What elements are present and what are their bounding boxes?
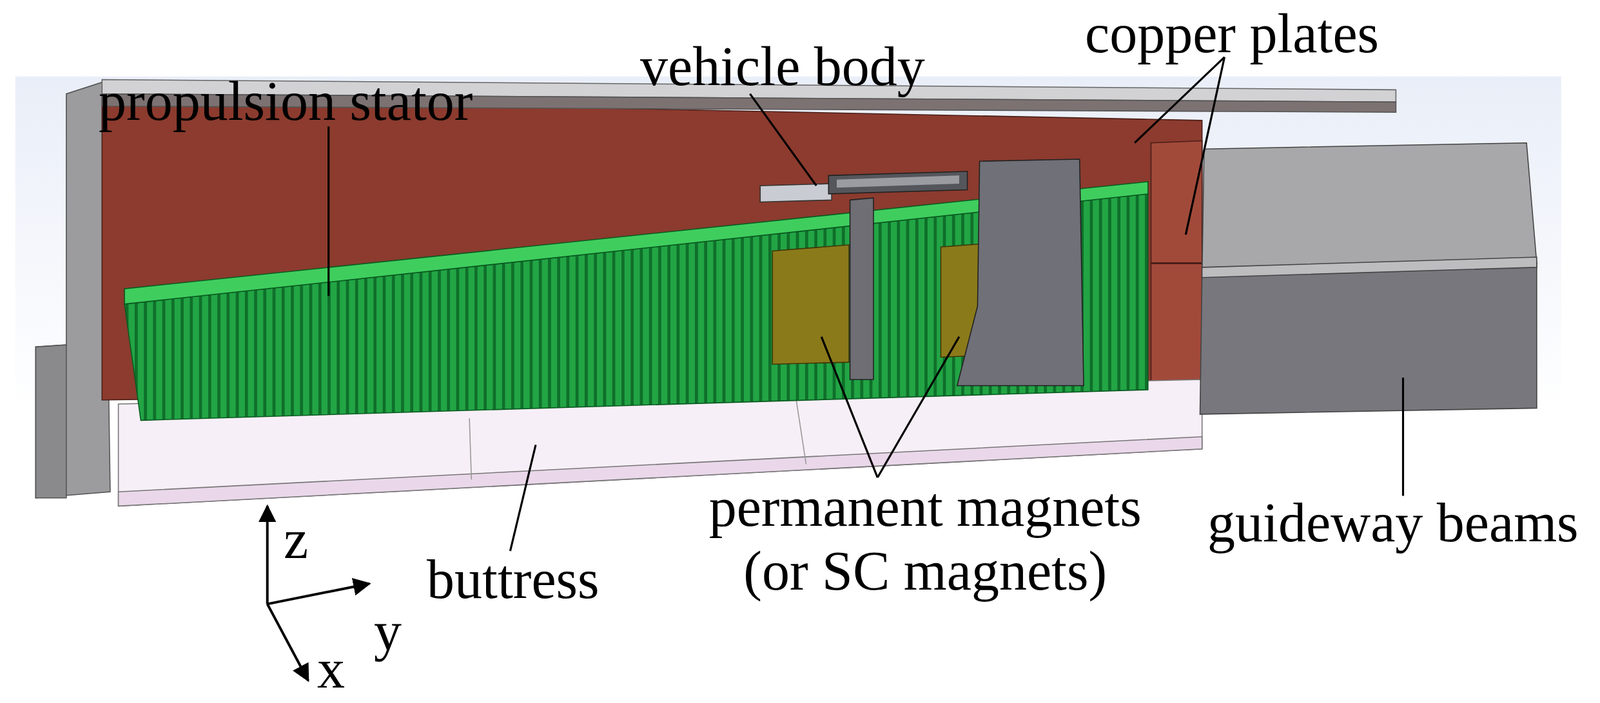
part-label: vehicle body [640, 34, 926, 99]
axis-label: x [317, 637, 345, 702]
part-label: copper plates [1084, 1, 1379, 66]
part-label: propulsion stator [98, 69, 473, 134]
part-label: buttress [426, 547, 600, 612]
part-label: permanent magnets (or SC magnets) [692, 475, 1158, 604]
axis-label: z [283, 507, 309, 572]
part-label: guideway beams [1207, 491, 1579, 556]
axis-label: y [373, 599, 402, 664]
